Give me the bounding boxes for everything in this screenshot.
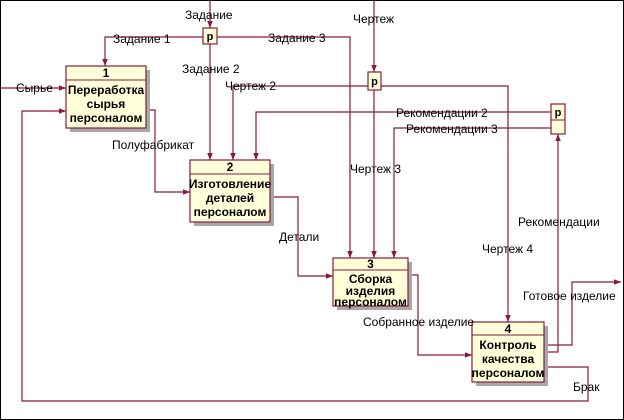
label-chertezh2: Чертеж 2 xyxy=(225,79,276,93)
box-1-line-2: сырья xyxy=(87,97,126,111)
arrows xyxy=(0,0,621,402)
box-1-line-1: Переработка xyxy=(68,83,145,97)
process-box-1: 1 Переработка сырья персоналом xyxy=(65,65,150,132)
label-sobrannoe: Собранное изделие xyxy=(363,315,474,329)
arrow-sobrannoe xyxy=(408,274,472,358)
label-rekomendacii: Рекомендации xyxy=(518,215,600,229)
box-3-line-3: персоналом xyxy=(334,295,407,309)
box-2-line-3: персоналом xyxy=(194,205,267,219)
label-rekom2: Рекомендации 2 xyxy=(396,106,488,120)
process-box-2: 2 Изготовление деталей персоналом xyxy=(189,159,274,226)
junction-p-top: p xyxy=(202,27,218,45)
box-3-line-2: изделия xyxy=(346,284,396,298)
box-2-line-2: деталей xyxy=(206,191,254,205)
junction-p-top-label: p xyxy=(207,31,214,43)
arrow-brak xyxy=(21,108,589,402)
box-4-line-1: Контроль xyxy=(479,338,536,352)
label-syrie: Сырье xyxy=(16,81,53,95)
label-zadanie: Задание xyxy=(185,8,233,22)
box-3-number: 3 xyxy=(367,257,374,271)
label-polufabrikat: Полуфабрикат xyxy=(112,138,195,152)
arrow-polufabrikat xyxy=(146,109,190,195)
arrow-rekom3 xyxy=(391,127,551,258)
box-4-number: 4 xyxy=(505,322,512,336)
arrow-zadanie3 xyxy=(217,36,353,258)
label-chertezh3: Чертеж 3 xyxy=(350,162,401,176)
arrow-chertezh4 xyxy=(380,85,511,322)
box-1-line-3: персоналом xyxy=(70,111,143,125)
label-gotovoe: Готовое изделие xyxy=(523,289,616,303)
box-3-line-1: Сборка xyxy=(349,272,393,286)
arrow-labels: Задание Чертеж Задание 1 Задание 3 Задан… xyxy=(16,8,616,394)
box-2-number: 2 xyxy=(227,160,234,174)
arrow-rekom2 xyxy=(253,111,551,160)
junction-p-right: p xyxy=(550,103,566,135)
box-2-line-1: Изготовление xyxy=(189,177,271,191)
label-zadanie1: Задание 1 xyxy=(113,32,171,46)
junction-p-middle: p xyxy=(367,71,382,91)
process-box-3: 3 Сборка изделия персоналом xyxy=(332,257,412,310)
junction-p-right-label: p xyxy=(555,107,562,119)
box-4-line-2: качества xyxy=(482,352,535,366)
arrow-detali xyxy=(270,196,333,279)
process-box-4: 4 Контроль качества персоналом xyxy=(471,321,548,386)
label-rekom3: Рекомендации 3 xyxy=(406,122,498,136)
label-chertezh4: Чертеж 4 xyxy=(482,242,533,256)
arrow-chertezh2 xyxy=(230,85,369,160)
box-4-line-3: персоналом xyxy=(472,366,545,380)
label-chertezh: Чертеж xyxy=(353,12,394,26)
box-1-number: 1 xyxy=(103,66,110,80)
label-brak: Брак xyxy=(573,380,600,394)
label-zadanie2: Задание 2 xyxy=(182,62,240,76)
arrow-zadanie1 xyxy=(102,36,203,66)
junction-p-middle-label: p xyxy=(371,76,378,88)
label-detali: Детали xyxy=(279,230,319,244)
label-zadanie3: Задание 3 xyxy=(268,31,326,45)
arrow-gotovoe xyxy=(544,279,621,346)
arrow-rekomendacii xyxy=(544,134,561,353)
